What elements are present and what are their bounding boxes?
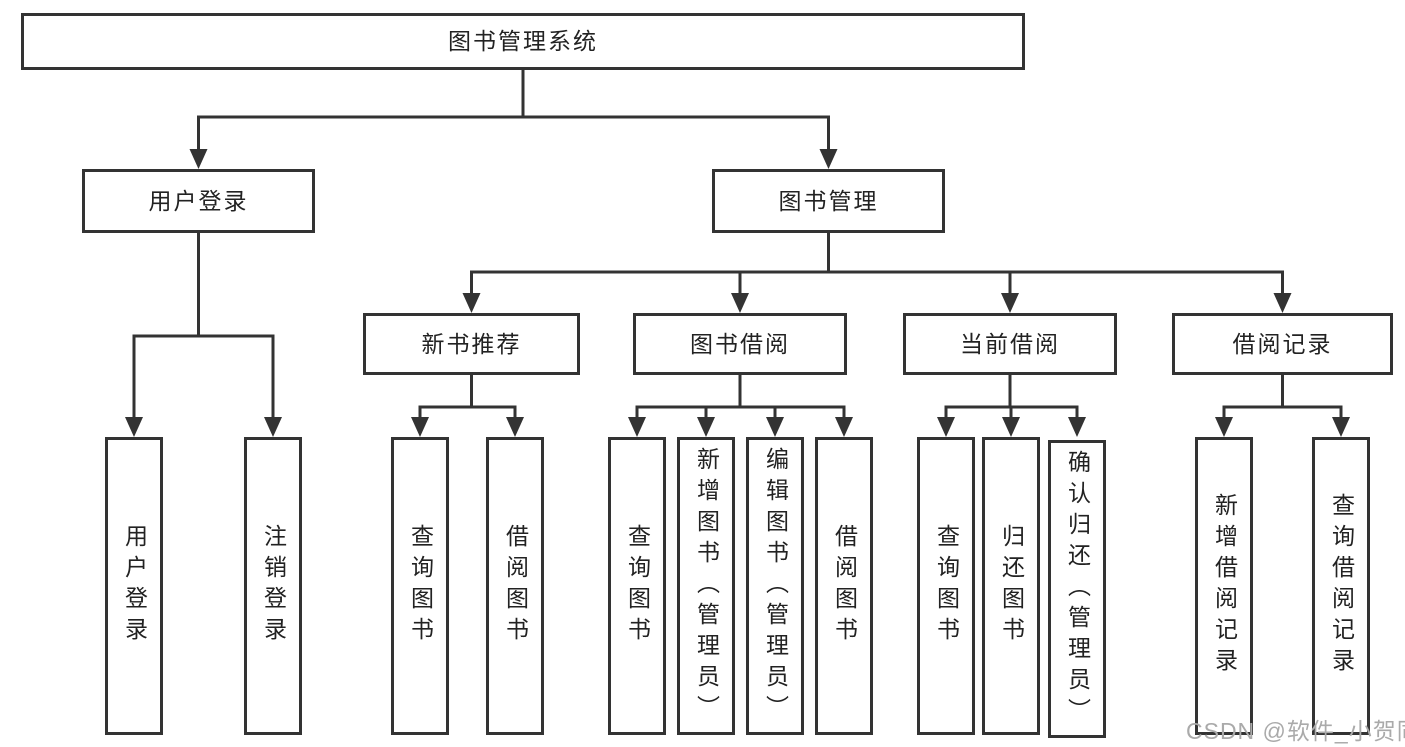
arrow-icon	[697, 417, 715, 437]
connector-root-to-level2	[197, 70, 830, 152]
connector-records-to-leaves	[1222, 375, 1343, 420]
arrow-icon	[189, 149, 208, 169]
connector-book-mgmt-to-level3	[470, 233, 1284, 296]
node-book-management: 图书管理	[712, 169, 945, 233]
arrow-icon	[1001, 293, 1019, 313]
connector-new-book-to-leaves	[418, 375, 517, 420]
leaf-borrow-books-borrowing: 借阅图书	[815, 437, 873, 735]
leaf-query-borrow-record: 查询借阅记录	[1312, 437, 1370, 735]
leaf-logout: 注销登录	[244, 437, 302, 735]
leaf-return-books: 归还图书	[982, 437, 1040, 735]
node-current-borrowing: 当前借阅	[903, 313, 1117, 375]
node-new-book-recommend: 新书推荐	[363, 313, 580, 375]
leaf-add-book-admin: 新增图书（管理员）	[677, 437, 735, 735]
arrow-icon	[937, 417, 955, 437]
leaf-query-books-recommend: 查询图书	[391, 437, 449, 735]
arrow-icon	[264, 417, 282, 437]
leaf-user-login: 用户登录	[105, 437, 163, 735]
arrow-icon	[462, 293, 481, 313]
arrow-icon	[1215, 417, 1233, 437]
node-borrowing-records: 借阅记录	[1172, 313, 1393, 375]
node-library-management-system: 图书管理系统	[21, 13, 1025, 70]
csdn-watermark: CSDN @软件_小贺同学	[1186, 718, 1405, 744]
arrow-icon	[506, 417, 524, 437]
connector-current-borrow-to-leaves	[944, 375, 1079, 420]
arrow-icon	[411, 417, 429, 437]
arrow-icon	[819, 149, 838, 169]
arrow-icon	[1273, 293, 1292, 313]
arrow-icon	[1002, 417, 1020, 437]
arrow-icon	[125, 417, 143, 437]
leaf-query-books-current: 查询图书	[917, 437, 975, 735]
leaf-borrow-books-recommend: 借阅图书	[486, 437, 544, 735]
connector-book-borrow-to-leaves	[635, 375, 846, 420]
leaf-confirm-return-admin: 确认归还（管理员）	[1048, 440, 1106, 738]
connector-user-login-to-leaves	[132, 233, 275, 420]
node-book-borrowing: 图书借阅	[633, 313, 847, 375]
leaf-add-borrow-record: 新增借阅记录	[1195, 437, 1253, 735]
arrow-icon	[1068, 417, 1086, 437]
arrow-icon	[766, 417, 784, 437]
leaf-edit-book-admin: 编辑图书（管理员）	[746, 437, 804, 735]
arrow-icon	[628, 417, 646, 437]
arrow-icon	[731, 293, 749, 313]
arrow-icon	[835, 417, 853, 437]
node-user-login: 用户登录	[82, 169, 315, 233]
leaf-query-books-borrowing: 查询图书	[608, 437, 666, 735]
arrow-icon	[1332, 417, 1350, 437]
